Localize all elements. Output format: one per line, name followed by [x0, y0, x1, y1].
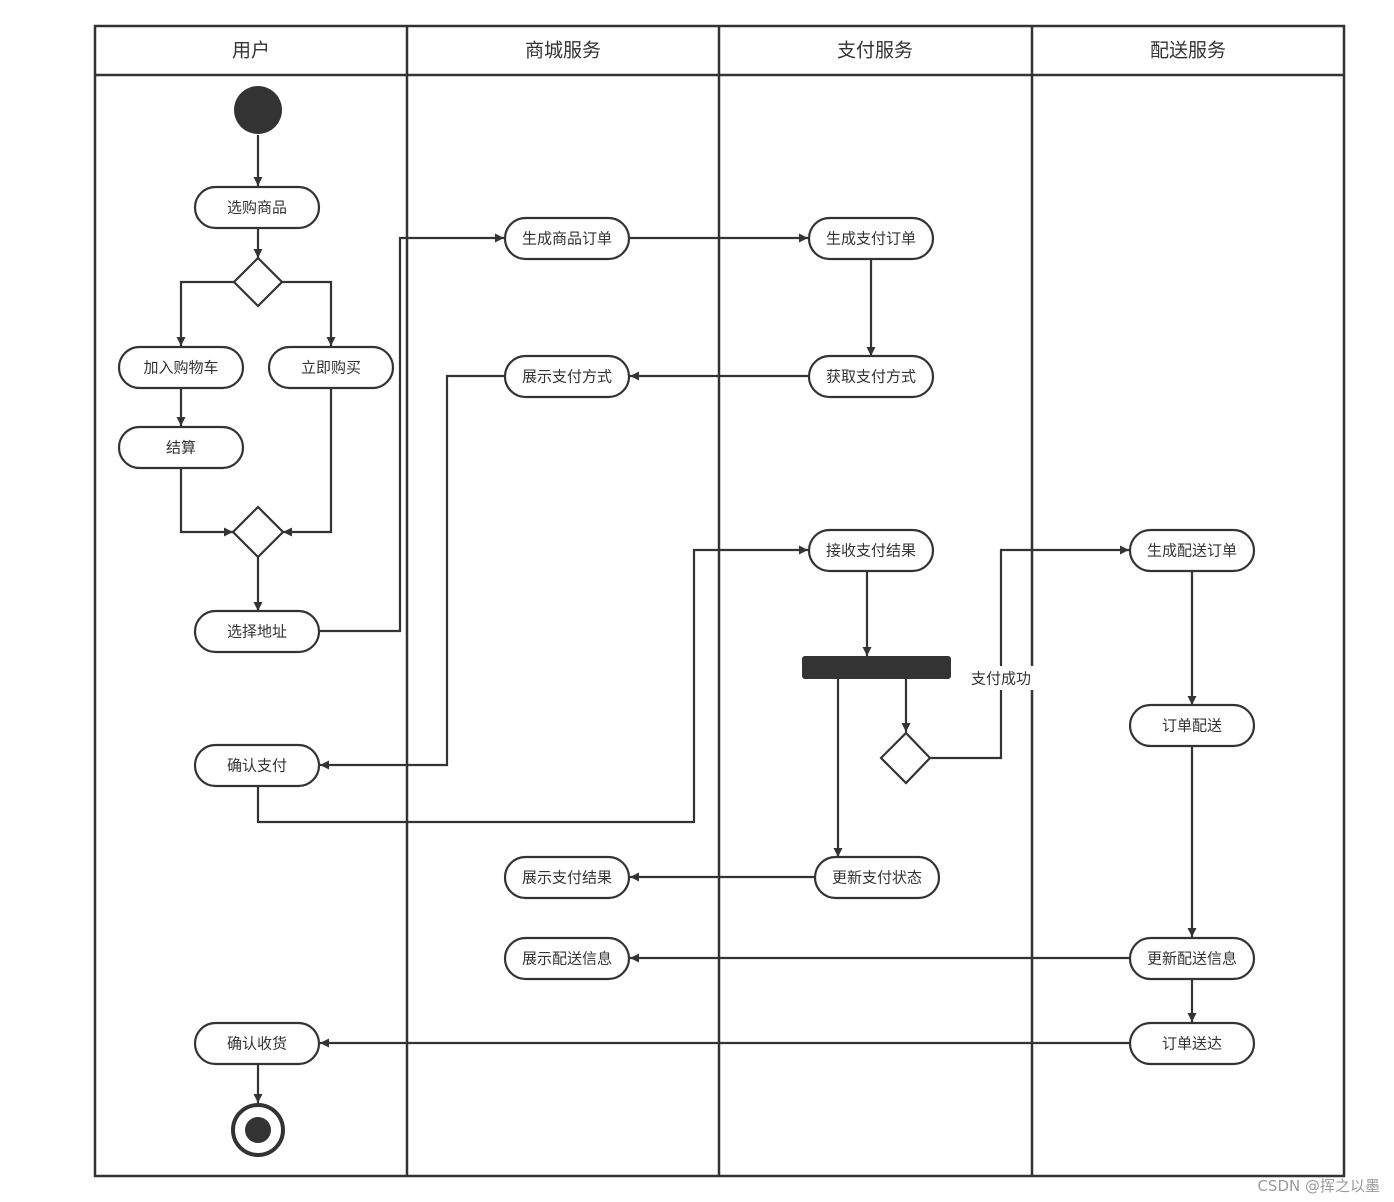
- action-show-delivery-info: 展示配送信息: [503, 936, 631, 981]
- action-label: 获取支付方式: [826, 368, 916, 386]
- action-label: 展示支付结果: [522, 869, 612, 887]
- lane-title-mall-service: 商城服务: [525, 40, 601, 62]
- action-label: 确认收货: [227, 1035, 287, 1053]
- edge-buy-now-to-merge: [283, 388, 333, 537]
- action-label: 更新配送信息: [1147, 950, 1237, 968]
- action-label: 订单送达: [1162, 1035, 1222, 1053]
- action-select-goods: 选购商品: [193, 185, 321, 230]
- payment-decision-node: [879, 731, 932, 785]
- action-show-payment-result: 展示支付结果: [503, 855, 631, 900]
- purchase-decision-node: [232, 256, 284, 308]
- action-label: 生成商品订单: [522, 230, 612, 248]
- action-label: 生成配送订单: [1147, 542, 1237, 560]
- action-update-delivery-info: 更新配送信息: [1128, 936, 1256, 981]
- action-select-address: 选择地址: [193, 609, 321, 654]
- action-label: 结算: [166, 439, 196, 457]
- action-label: 选购商品: [227, 199, 287, 217]
- lane-title-user: 用户: [232, 40, 270, 62]
- final-node: [231, 1103, 285, 1157]
- action-add-to-cart: 加入购物车: [117, 345, 245, 390]
- merge-node: [231, 505, 285, 559]
- edge-decision-to-delivery-order: [930, 545, 1129, 760]
- action-buy-now: 立即购买: [267, 345, 395, 390]
- action-show-payment-methods: 展示支付方式: [503, 354, 631, 399]
- action-label: 立即购买: [301, 359, 361, 377]
- action-confirm-payment: 确认支付: [193, 743, 321, 788]
- connectors: [176, 135, 1197, 1103]
- action-label: 展示配送信息: [522, 950, 612, 968]
- guard-label-background: [966, 666, 1036, 690]
- action-label: 生成支付订单: [826, 230, 916, 248]
- action-get-payment-methods: 获取支付方式: [807, 354, 935, 399]
- edge-confirm-payment-to-receive-result: [256, 545, 808, 824]
- action-label: 选择地址: [227, 623, 287, 641]
- action-label: 订单配送: [1162, 717, 1222, 735]
- lane-title-payment-service: 支付服务: [837, 40, 913, 62]
- guard-label-payment-success: 支付成功: [971, 670, 1031, 688]
- action-create-delivery-order: 生成配送订单: [1128, 528, 1256, 573]
- lane-title-delivery-service: 配送服务: [1150, 40, 1226, 62]
- watermark: CSDN @挥之以墨: [1257, 1177, 1380, 1195]
- action-label: 确认支付: [227, 757, 287, 775]
- edge-checkout-to-merge: [179, 468, 233, 537]
- action-checkout: 结算: [117, 425, 245, 470]
- action-label: 更新支付状态: [832, 869, 922, 887]
- action-create-payment-order: 生成支付订单: [807, 216, 935, 261]
- swimlane-frame: [93, 24, 1346, 1178]
- action-label: 接收支付结果: [826, 542, 916, 560]
- edge-address-to-goods-order: [319, 233, 504, 633]
- edge-show-methods-to-confirm-payment: [320, 374, 504, 770]
- action-create-goods-order: 生成商品订单: [503, 216, 631, 261]
- action-receive-payment-result: 接收支付结果: [807, 528, 935, 573]
- action-confirm-receipt: 确认收货: [193, 1021, 321, 1066]
- action-order-delivered: 订单送达: [1128, 1021, 1256, 1066]
- action-label: 展示支付方式: [522, 368, 612, 386]
- action-deliver-order: 订单配送: [1128, 703, 1256, 748]
- action-update-payment-status: 更新支付状态: [813, 855, 941, 900]
- edge-decision-to-buy-now: [282, 280, 336, 346]
- action-label: 加入购物车: [143, 359, 218, 377]
- edge-decision-to-add-cart: [176, 280, 234, 346]
- initial-node: [234, 86, 282, 134]
- fork-bar: [802, 656, 951, 679]
